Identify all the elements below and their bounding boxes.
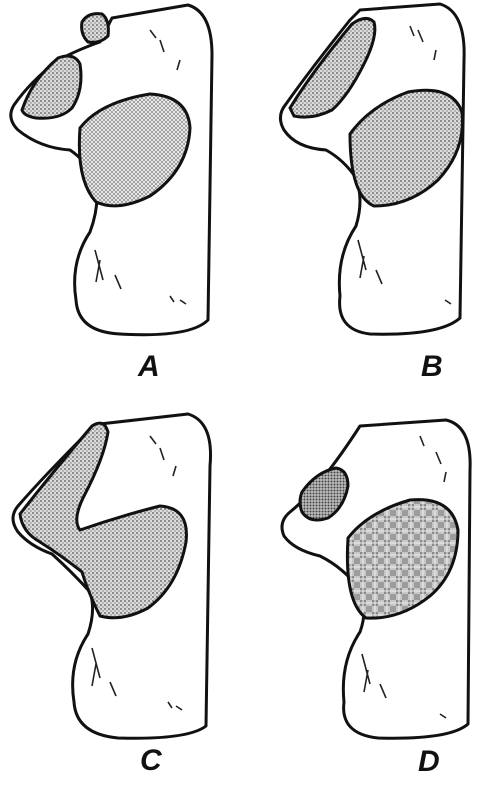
panel-c: C xyxy=(0,396,240,793)
bone-drawing-d xyxy=(240,396,479,793)
bone-drawing-b xyxy=(240,0,479,396)
panel-d: D xyxy=(240,396,479,793)
bone-drawing-a xyxy=(0,0,240,396)
bone-drawing-c xyxy=(0,396,240,793)
panel-label-a: A xyxy=(138,350,160,384)
panel-b: B xyxy=(240,0,479,396)
panel-a: A xyxy=(0,0,240,396)
panel-label-c: C xyxy=(140,744,162,778)
panel-label-d: D xyxy=(418,745,440,779)
panel-label-b: B xyxy=(421,350,443,384)
small-upper-facet xyxy=(82,14,109,43)
